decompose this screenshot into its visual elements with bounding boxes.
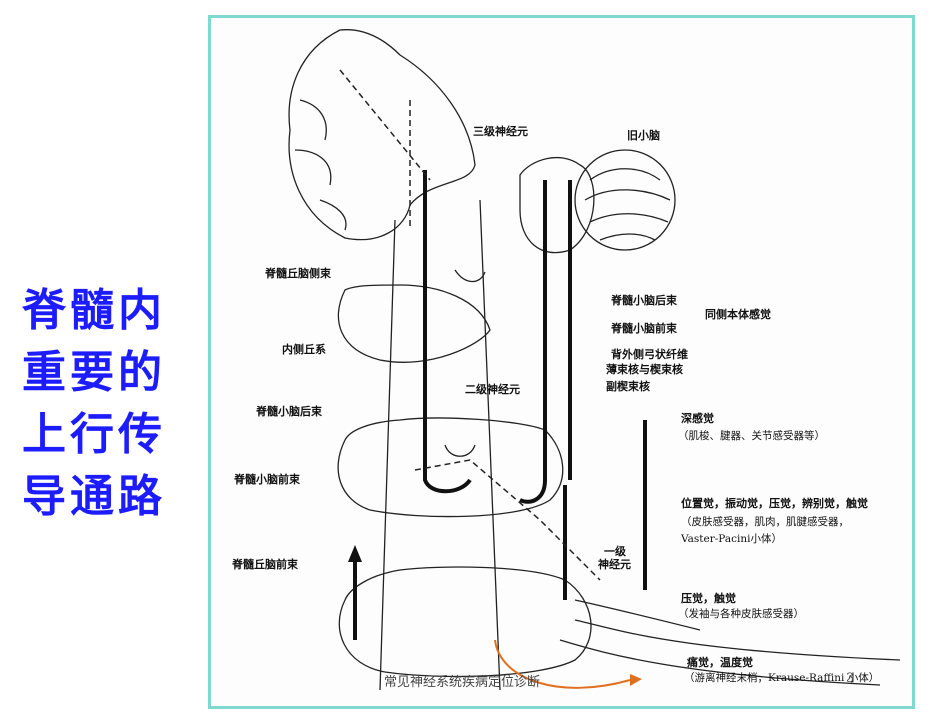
label-pressure-touch: 压觉，触觉: [681, 592, 736, 605]
label-old-cerebellum: 旧小脑: [627, 129, 660, 142]
label-second-neuron: 二级神经元: [465, 383, 520, 396]
cerebellum: [574, 149, 676, 251]
slide-footer: 常见神经系统疾病定位诊断: [384, 675, 541, 690]
label-first-neuron-1: 一级: [604, 545, 626, 558]
label-position-sense-detail: （皮肤感受器，肌肉，肌腱感受器，: [681, 516, 849, 528]
medulla-section: [337, 284, 491, 363]
label-pain-temperature: 痛觉，温度觉: [687, 656, 753, 669]
label-first-neuron-2: 神经元: [598, 558, 631, 571]
deep-sense-fiber: [563, 420, 647, 600]
title-line-4: 导通路: [22, 471, 166, 522]
up-arrow-head: [348, 545, 362, 562]
cervical-section: [337, 417, 564, 518]
label-pressure-touch-detail: （发袖与各种皮肤感受器）: [678, 608, 804, 620]
title-line-2: 重要的: [22, 347, 166, 398]
label-pain-temperature-detail: （游离神经末梢，Krause-Raffini 小体）: [684, 672, 880, 684]
label-post-scb-left: 脊髓小脑后束: [256, 405, 322, 418]
dashed-pathway: [339, 69, 601, 581]
label-external-arcuate: 背外侧弓状纤维: [611, 348, 688, 361]
label-anterior-spinothalamic: 脊髓丘脑前束: [232, 558, 298, 571]
label-accessory-cuneate: 副楔束核: [606, 380, 650, 393]
label-post-scb-right: 脊髓小脑后束: [611, 294, 677, 307]
label-position-sense-detail-2: Vaster-Pacini小体）: [681, 533, 782, 545]
label-third-neuron: 三级神经元: [473, 125, 528, 138]
brainstem: [379, 199, 501, 691]
label-lateral-spinothalamic: 脊髓丘脑侧束: [265, 267, 331, 280]
title-line-3: 上行传: [22, 409, 166, 460]
label-ant-scb-left: 脊髓小脑前束: [234, 473, 300, 486]
label-ipsilateral-proprioception: 同侧本体感觉: [705, 308, 771, 321]
page-number: 3: [846, 671, 855, 686]
decussation-arrow: [494, 639, 631, 689]
title-line-1: 脊髓内: [22, 285, 166, 336]
label-position-sense: 位置觉，振动觉，压觉，辨别觉，触觉: [681, 497, 868, 510]
decussation-arrow-head: [630, 674, 642, 686]
lumbar-section: [338, 566, 592, 678]
label-gracile-cuneate: 薄束核与楔束核: [606, 363, 683, 376]
dorsal-column-tract: [519, 180, 547, 504]
label-deep-sense-detail: （肌梭、腱器、关节感受器等）: [678, 430, 825, 442]
lateral-spinothalamic-tract: [423, 170, 472, 494]
label-deep-sense: 深感觉: [681, 412, 714, 425]
label-ant-scb-right: 脊髓小脑前束: [611, 322, 677, 335]
cerebrum-outline: [288, 29, 476, 241]
label-medial-lemniscus: 内侧丘系: [282, 343, 326, 356]
slide-title: 脊髓内 重要的 上行传 导通路: [22, 280, 192, 528]
